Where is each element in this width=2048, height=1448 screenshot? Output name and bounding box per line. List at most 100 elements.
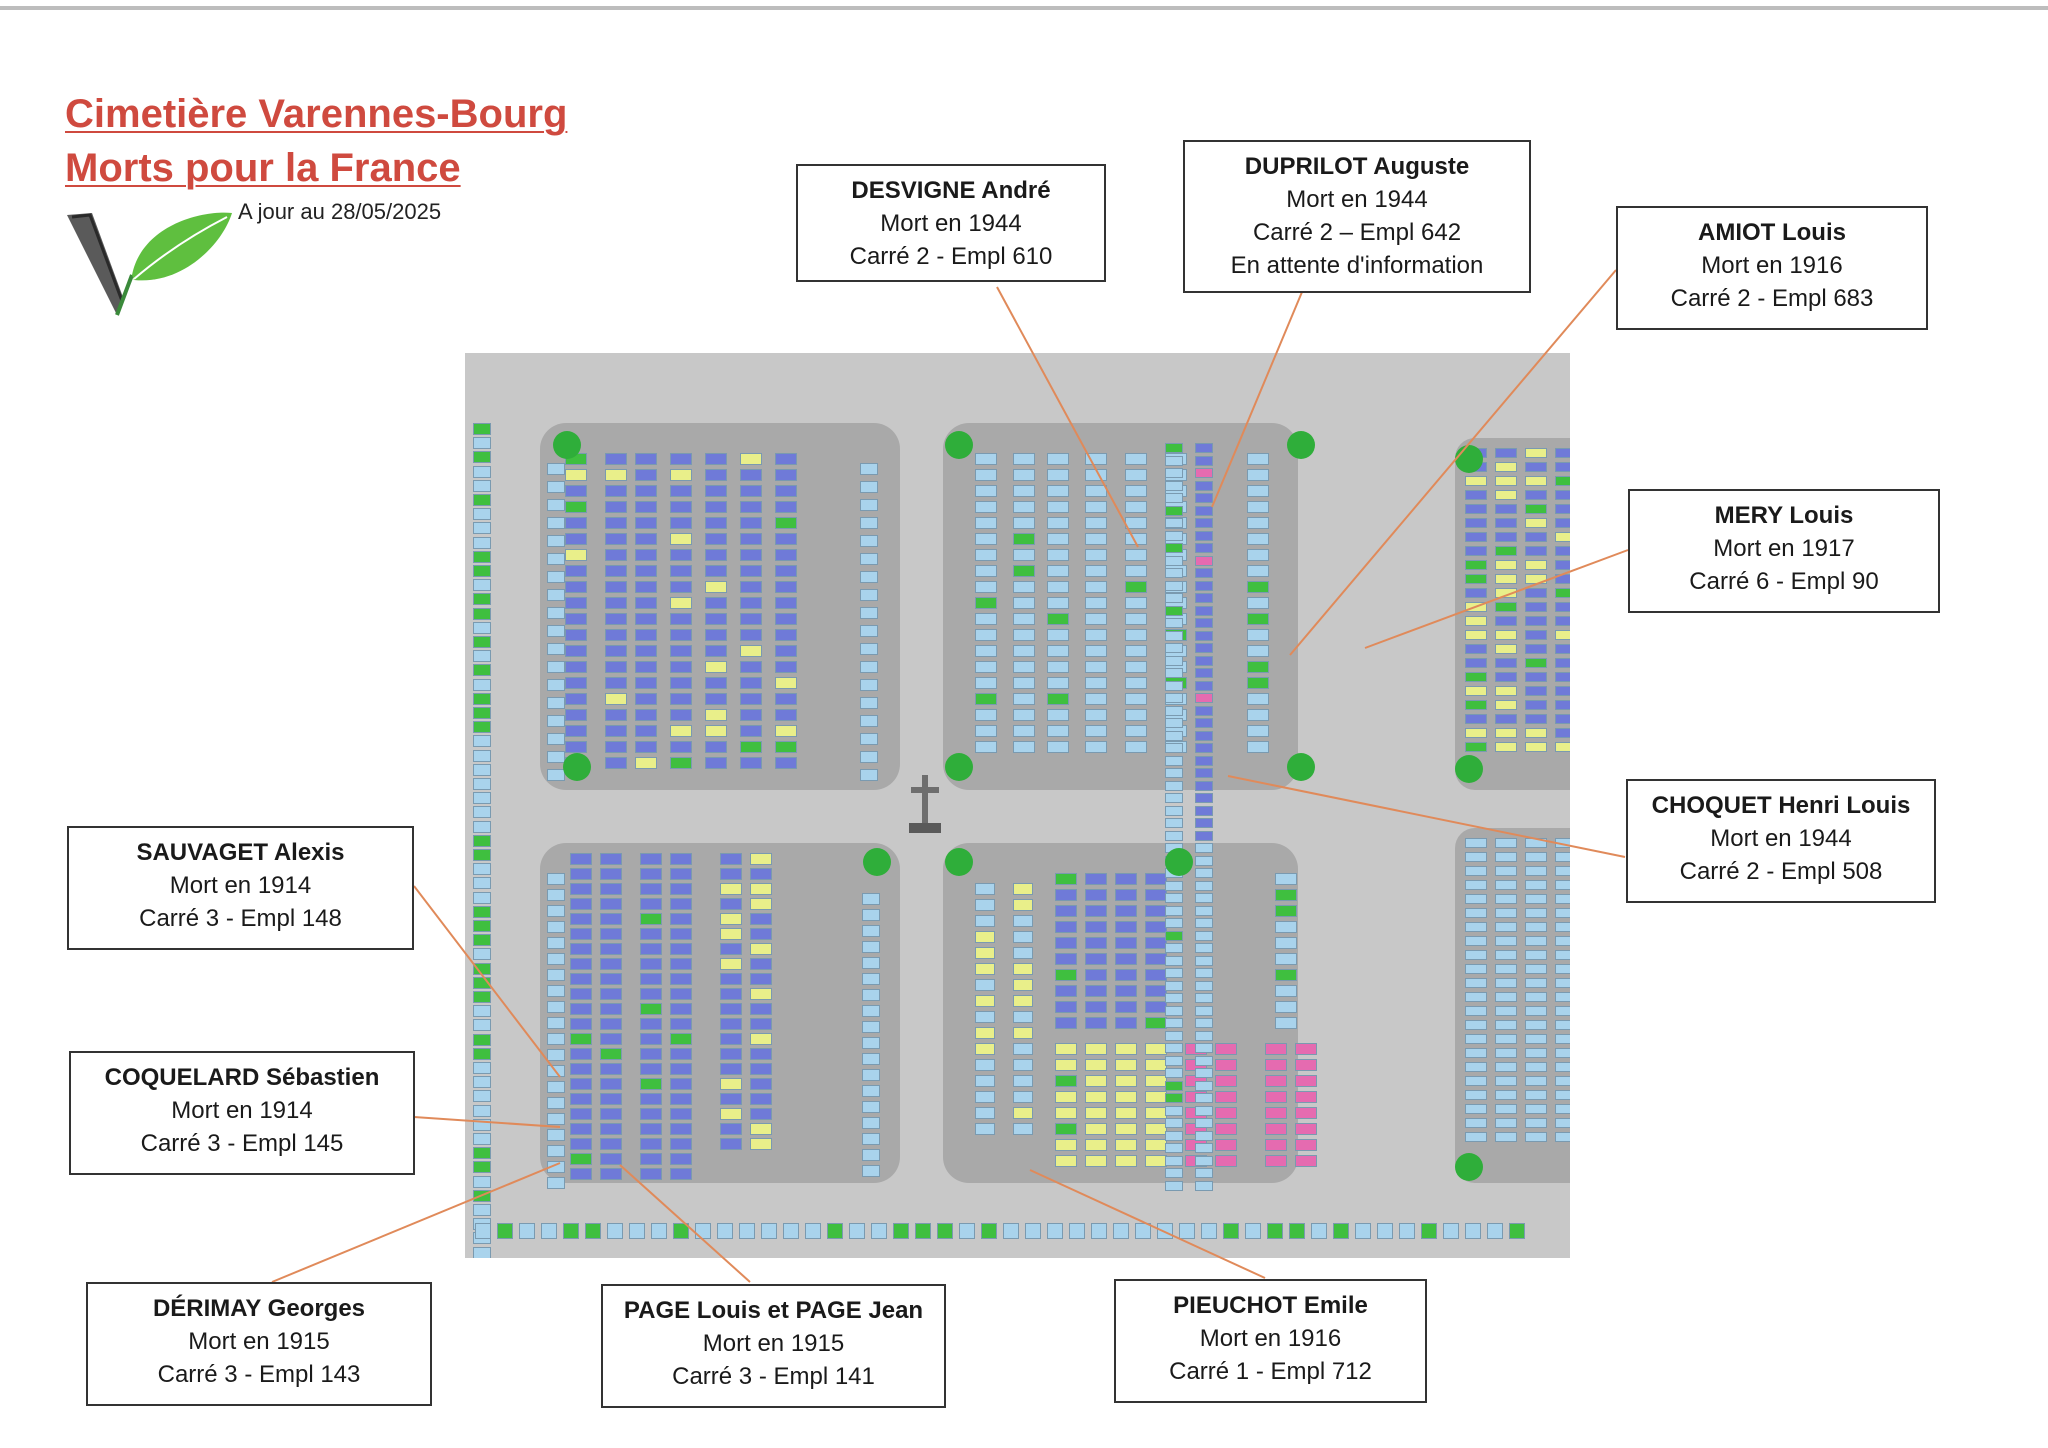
burial-plot xyxy=(1465,490,1487,500)
burial-plot xyxy=(1525,1104,1547,1114)
tree-icon xyxy=(1455,755,1483,783)
burial-plot xyxy=(1013,979,1033,991)
burial-plot xyxy=(975,883,995,895)
burial-plot xyxy=(1013,931,1033,943)
burial-plot xyxy=(720,853,742,865)
burial-plot xyxy=(570,988,592,1000)
burial-plot xyxy=(1115,905,1137,917)
burial-plot xyxy=(1013,677,1035,689)
burial-plot xyxy=(740,629,762,641)
burial-plot xyxy=(1115,1059,1137,1071)
burial-plot xyxy=(1525,574,1547,584)
burial-plot xyxy=(547,481,565,493)
burial-plot xyxy=(547,1177,565,1189)
burial-plot xyxy=(750,1033,772,1045)
burial-plot xyxy=(1495,1006,1517,1016)
burial-plot xyxy=(1055,1155,1077,1167)
burial-plot xyxy=(705,517,727,529)
burial-plot xyxy=(1465,1132,1487,1142)
cemetery-map xyxy=(465,353,1570,1258)
burial-plot xyxy=(1525,672,1547,682)
burial-plot xyxy=(1275,953,1297,965)
burial-plot xyxy=(1013,709,1035,721)
burial-plot xyxy=(1165,805,1183,816)
burial-plot xyxy=(1055,953,1077,965)
burial-plot xyxy=(1247,725,1269,737)
burial-plot xyxy=(1495,1048,1517,1058)
burial-plot xyxy=(570,1033,592,1045)
burial-plot xyxy=(1125,613,1147,625)
burial-plot xyxy=(975,533,997,545)
burial-plot xyxy=(1125,469,1147,481)
burial-plot xyxy=(651,1223,667,1239)
burial-plot xyxy=(1495,686,1517,696)
burial-plot xyxy=(473,1175,491,1188)
burial-plot xyxy=(1311,1223,1327,1239)
burial-plot xyxy=(1055,873,1077,885)
burial-plot xyxy=(1465,1006,1487,1016)
burial-plot xyxy=(1465,852,1487,862)
burial-plot xyxy=(1013,725,1035,737)
burial-plot xyxy=(775,501,797,513)
burial-plot xyxy=(605,469,627,481)
burial-plot xyxy=(1525,532,1547,542)
burial-plot xyxy=(570,1108,592,1120)
burial-plot xyxy=(670,1063,692,1075)
burial-plot xyxy=(1047,661,1069,673)
burial-plot xyxy=(1525,1132,1547,1142)
burial-plot xyxy=(565,533,587,545)
burial-plot xyxy=(547,921,565,933)
burial-plot xyxy=(1495,574,1517,584)
burial-plot xyxy=(1165,980,1183,991)
burial-plot xyxy=(1555,546,1570,556)
burial-plot xyxy=(1165,730,1183,741)
burial-plot xyxy=(670,943,692,955)
burial-plot xyxy=(605,725,627,737)
burial-plot xyxy=(635,693,657,705)
burial-plot xyxy=(1125,709,1147,721)
burial-plot xyxy=(600,883,622,895)
burial-plot xyxy=(1465,838,1487,848)
callout-death: Mort en 1917 xyxy=(1713,535,1855,562)
burial-plot xyxy=(1555,532,1570,542)
burial-plot xyxy=(1195,618,1213,628)
burial-plot xyxy=(635,757,657,769)
burial-plot xyxy=(1195,755,1213,766)
burial-plot xyxy=(473,607,491,620)
burial-plot xyxy=(1165,1055,1183,1066)
burial-plot xyxy=(705,501,727,513)
burial-plot xyxy=(670,958,692,970)
burial-plot xyxy=(635,549,657,561)
burial-plot xyxy=(1195,1068,1213,1078)
burial-plot xyxy=(1013,469,1035,481)
burial-plot xyxy=(473,976,491,989)
burial-plot xyxy=(740,581,762,593)
burial-plot xyxy=(1247,453,1269,465)
burial-plot xyxy=(565,725,587,737)
burial-plot xyxy=(473,1062,491,1074)
burial-plot xyxy=(1555,922,1570,932)
burial-plot xyxy=(1165,1080,1183,1091)
burial-plot xyxy=(750,1018,772,1030)
burial-plot xyxy=(1195,893,1213,903)
burial-plot xyxy=(570,943,592,955)
burial-plot xyxy=(473,593,491,606)
burial-plot xyxy=(1145,1059,1167,1071)
burial-plot xyxy=(1013,533,1035,545)
burial-plot xyxy=(475,1223,491,1239)
burial-plot xyxy=(635,629,657,641)
burial-plot xyxy=(1195,643,1213,653)
burial-plot xyxy=(720,1003,742,1015)
burial-plot xyxy=(750,1048,772,1060)
burial-plot xyxy=(739,1223,755,1239)
burial-plot xyxy=(565,645,587,657)
burial-plot xyxy=(1525,852,1547,862)
burial-plot xyxy=(1195,1030,1213,1041)
burial-plot xyxy=(860,571,878,583)
burial-plot xyxy=(775,741,797,753)
burial-plot xyxy=(862,973,880,985)
burial-plot xyxy=(750,868,772,880)
burial-plot xyxy=(1013,485,1035,497)
burial-plot xyxy=(1525,714,1547,724)
